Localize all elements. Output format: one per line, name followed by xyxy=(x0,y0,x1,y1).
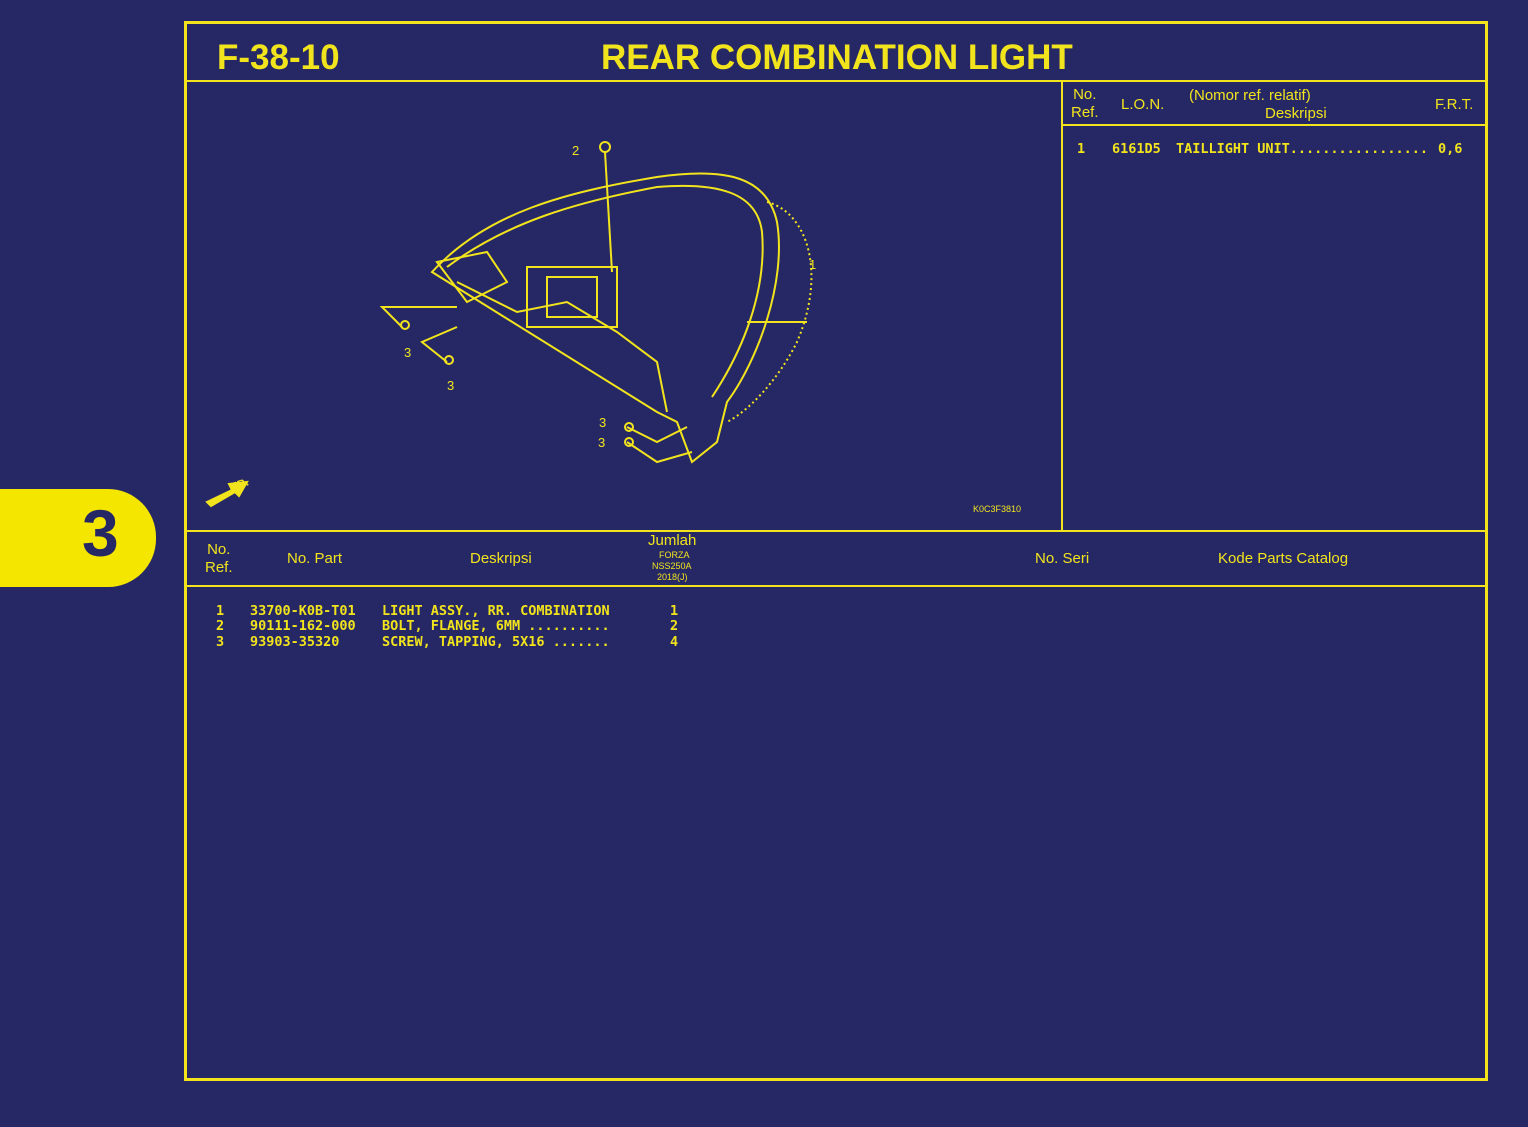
part-number: 93903-35320 xyxy=(250,634,340,650)
page-title: REAR COMBINATION LIGHT xyxy=(601,38,1073,77)
callout-3: 3 xyxy=(404,345,412,360)
lon-header-desc-top: (Nomor ref. relatif) xyxy=(1189,87,1311,104)
part-ref: 3 xyxy=(216,634,225,650)
lon-code: 6161D5 xyxy=(1112,141,1161,157)
divider xyxy=(1061,80,1063,530)
callout-3: 3 xyxy=(447,378,455,393)
lon-ref: 1 xyxy=(1077,141,1086,157)
callout-1: 1 xyxy=(809,257,817,272)
lon-header-no-ref: No. Ref. xyxy=(1071,86,1099,121)
part-desc: SCREW, TAPPING, 5X16 ....... xyxy=(382,634,610,650)
part-desc: LIGHT ASSY., RR. COMBINATION xyxy=(382,603,610,619)
callout-3: 3 xyxy=(598,435,606,450)
divider xyxy=(187,530,1485,532)
part-qty: 1 xyxy=(670,603,679,619)
parts-header-catalog: Kode Parts Catalog xyxy=(1218,550,1349,567)
part-ref: 1 xyxy=(216,603,225,619)
parts-header-no-part: No. Part xyxy=(287,550,343,567)
part-number: 33700-K0B-T01 xyxy=(250,603,356,619)
parts-header-qty: Jumlah xyxy=(648,532,697,549)
model-code: NSS250A xyxy=(652,561,692,571)
lon-header-desc: Deskripsi xyxy=(1265,105,1327,122)
divider xyxy=(187,585,1485,587)
part-number: 90111-162-000 xyxy=(250,618,356,634)
lon-desc: TAILLIGHT UNIT................. xyxy=(1176,141,1428,157)
divider xyxy=(1061,124,1485,126)
parts-catalog-page: F-38-10 REAR COMBINATION LIGHT 1 2 3 3 3… xyxy=(184,21,1488,1081)
callout-3: 3 xyxy=(599,415,607,430)
divider xyxy=(187,80,1485,82)
part-desc: BOLT, FLANGE, 6MM .......... xyxy=(382,618,610,634)
part-qty: 4 xyxy=(670,634,679,650)
lon-header-lon: L.O.N. xyxy=(1121,96,1165,113)
figure-code: F-38-10 xyxy=(217,38,340,77)
lon-frt: 0,6 xyxy=(1438,141,1463,157)
parts-header-serial: No. Seri xyxy=(1035,550,1090,567)
part-qty: 2 xyxy=(670,618,679,634)
callout-2: 2 xyxy=(572,143,580,158)
parts-header-no-ref: No. Ref. xyxy=(205,541,233,576)
model-year: 2018(J) xyxy=(657,572,688,582)
taillight-exploded-diagram xyxy=(205,141,813,508)
lon-header-frt: F.R.T. xyxy=(1435,96,1474,113)
drawing-code: K0C3F3810 xyxy=(973,504,1022,514)
section-number: 3 xyxy=(82,496,119,570)
parts-header-desc: Deskripsi xyxy=(470,550,532,567)
section-tab: 3 xyxy=(0,489,156,587)
part-ref: 2 xyxy=(216,618,225,634)
model-name: FORZA xyxy=(659,550,690,560)
